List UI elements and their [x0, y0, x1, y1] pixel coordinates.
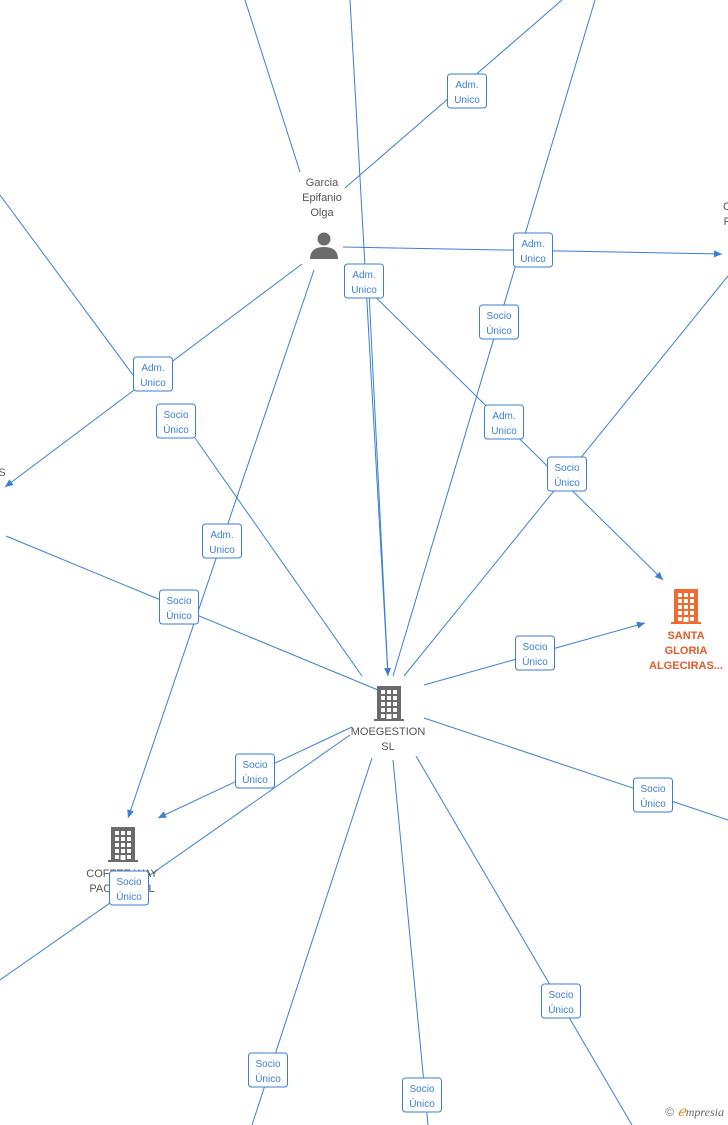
- relation-edge: [423, 717, 728, 821]
- brand-logo-text: mpresia: [685, 1105, 724, 1119]
- edge-arrowhead: [5, 479, 14, 487]
- relation-edge: [194, 437, 363, 677]
- edge-role-label: Adm.Unico: [202, 523, 242, 559]
- company-coffee-icon: [108, 827, 138, 862]
- edge-arrowhead: [654, 571, 663, 580]
- relation-edge: [367, 271, 389, 677]
- edge-role-text: Adm.Unico: [491, 411, 517, 437]
- edge-arrowhead: [713, 250, 722, 258]
- edge-role-text: Adm.Unico: [140, 363, 166, 389]
- relation-edge: [392, 759, 429, 1125]
- company-santa-gloria-icon: [671, 589, 701, 624]
- empresia-watermark: © ℯmpresia: [665, 1104, 724, 1121]
- company-moegestion-icon: [374, 686, 404, 721]
- edge-role-label: Adm.Unico: [484, 404, 524, 440]
- brand-logo-e: ℯ: [677, 1105, 686, 1120]
- edge-arrowhead: [158, 811, 167, 818]
- person-icon: [310, 232, 338, 259]
- copyright-symbol: ©: [665, 1105, 675, 1119]
- edge-role-text: Adm.Unico: [209, 530, 235, 556]
- edge-role-label: Adm.Unico: [447, 73, 487, 109]
- partial-node-left-label[interactable]: S: [0, 467, 6, 479]
- relation-edge: [415, 755, 633, 1125]
- edge-role-label: Adm.Unico: [513, 232, 553, 268]
- edge-arrowhead: [127, 809, 134, 818]
- edge-role-label: Adm.Unico: [344, 263, 384, 299]
- edge-role-text: Adm.Unico: [351, 270, 377, 296]
- edge-role-label: Adm.Unico: [133, 356, 173, 392]
- edge-labels-layer: Adm.UnicoAdm.UnicoAdm.UnicoAdm.UnicoAdm.…: [109, 73, 673, 1113]
- edge-role-text: Adm.Unico: [454, 80, 480, 106]
- edge-role-text: Adm.Unico: [520, 239, 546, 265]
- relation-edge: [0, 734, 351, 981]
- relation-edge: [349, 0, 389, 677]
- relation-edge: [0, 194, 134, 376]
- relation-edge: [244, 0, 301, 173]
- edge-arrowhead: [636, 621, 645, 629]
